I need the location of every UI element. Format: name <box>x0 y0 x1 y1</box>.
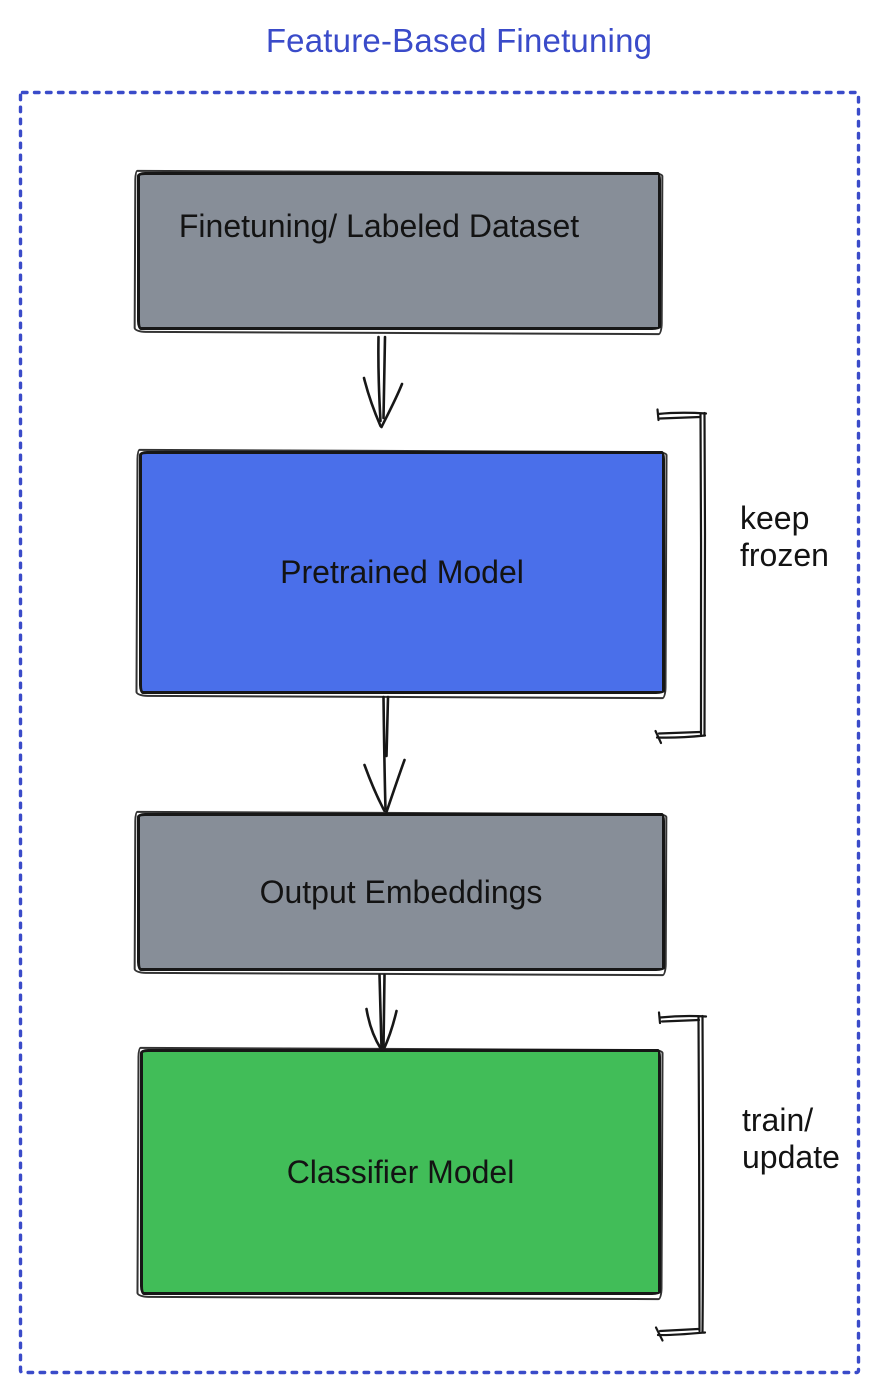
annotation-train-update-line1: train/ <box>742 1102 814 1138</box>
arrow-pretrained-to-embeddings-icon <box>363 695 406 814</box>
node-classifier-model: Classifier Model <box>140 1049 661 1295</box>
node-classifier-model-label: Classifier Model <box>286 1153 515 1190</box>
node-output-embeddings: Output Embeddings <box>137 813 665 971</box>
diagram-title: Feature-Based Finetuning <box>265 22 653 59</box>
arrow-dataset-to-pretrained-icon <box>362 335 404 429</box>
annotation-train-update-line2: update <box>742 1139 840 1175</box>
bracket-train-update-icon <box>654 1011 708 1342</box>
node-pretrained-model: Pretrained Model <box>139 451 665 694</box>
node-output-embeddings-label: Output Embeddings <box>259 873 543 910</box>
annotation-keep-frozen: keep frozen <box>740 500 829 574</box>
annotation-keep-frozen-line2: frozen <box>740 537 829 573</box>
node-finetuning-dataset-label: Finetuning/ Labeled Dataset <box>178 208 580 244</box>
annotation-keep-frozen-line1: keep <box>740 500 810 536</box>
node-pretrained-model-label: Pretrained Model <box>280 554 524 590</box>
node-finetuning-dataset: Finetuning/ Labeled Dataset <box>137 172 661 330</box>
annotation-train-update: train/ update <box>742 1102 840 1176</box>
arrow-embeddings-to-classifier-icon <box>365 973 398 1052</box>
